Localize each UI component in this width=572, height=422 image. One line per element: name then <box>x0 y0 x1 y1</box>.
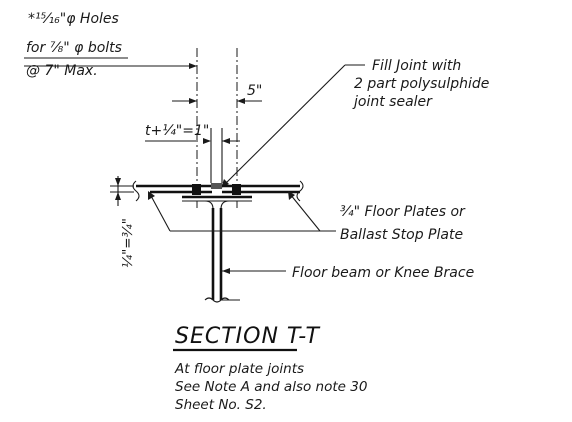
dim-t-label: t+¼"=1" <box>145 123 209 139</box>
joint-sealer <box>211 183 222 189</box>
section-title: SECTION T-T <box>175 324 321 349</box>
dim-t-arrow-right <box>222 138 230 144</box>
tee-fillet-left <box>204 200 214 210</box>
fill-joint-line1: Fill Joint with <box>372 58 461 74</box>
holes-note-line2: for ⁷⁄₈" φ bolts <box>26 40 122 56</box>
notes-line2: See Note A and also note 30 <box>175 379 367 395</box>
plates-line2: Ballast Stop Plate <box>340 227 463 243</box>
bolt-right <box>232 184 241 195</box>
beam-label: Floor beam or Knee Brace <box>292 265 474 281</box>
notes-line1: At floor plate joints <box>174 361 304 377</box>
notes-line3: Sheet No. S2. <box>175 397 267 413</box>
dim-5-label: 5" <box>247 83 262 99</box>
plates-arrow-left <box>148 191 155 200</box>
dim-5-arrow-left <box>189 98 197 104</box>
fill-joint-line2: 2 part polysulphide <box>354 76 489 92</box>
beam-arrow <box>222 268 230 274</box>
dim-5-arrow-right <box>237 98 245 104</box>
plate-break-right <box>296 180 304 202</box>
dim-t-arrow-left <box>203 138 211 144</box>
bolt-left <box>192 184 201 195</box>
fill-joint-leader-diag <box>222 64 346 187</box>
plates-line1: ¾" Floor Plates or <box>340 204 466 220</box>
dim-left-arrow-top <box>115 178 121 186</box>
holes-leader-arrow <box>189 63 197 69</box>
holes-note-line1: *¹⁵⁄₁₆"φ Holes <box>28 11 119 27</box>
plates-leader-diag-right <box>289 193 321 232</box>
plates-arrow-right <box>288 191 295 200</box>
plate-break-left <box>132 180 140 202</box>
tee-fillet-right <box>220 200 230 210</box>
fill-joint-line3: joint sealer <box>352 94 433 110</box>
holes-note-line3: @ 7" Max. <box>26 63 98 79</box>
web-break <box>204 297 230 303</box>
dim-left-arrow-bot <box>115 192 121 200</box>
dim-left-label: ¼"=¾" <box>120 218 136 268</box>
plates-leader-diag-left <box>149 193 171 232</box>
